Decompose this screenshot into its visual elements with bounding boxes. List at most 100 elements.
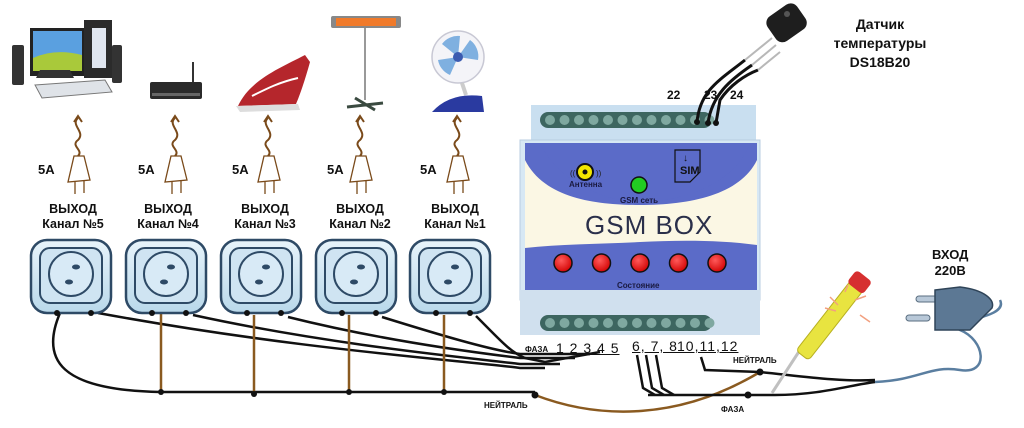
neutral-label-right: НЕЙТРАЛЬ: [733, 356, 777, 365]
terminal-screw: [646, 115, 657, 125]
sensor-label-line2: температуры: [833, 35, 927, 51]
neutral-link: [534, 370, 761, 413]
terminal-screw: [632, 318, 642, 328]
output-title: ВЫХОД: [336, 202, 384, 216]
sensor-label: Датчик температуры DS18B20: [830, 15, 930, 72]
phase-terminals-label: ФАЗА: [525, 345, 549, 354]
sensor-pin-23: 23: [704, 88, 718, 102]
status-led-2: [591, 253, 612, 273]
output-plug-icon: [349, 114, 373, 194]
amperage-label: 5A: [420, 162, 437, 177]
output-plug-icon: [446, 114, 470, 194]
phase-wire-678a: [635, 354, 656, 397]
output-title: ВЫХОД: [241, 202, 289, 216]
gsm-box-title: GSM BOX: [585, 210, 714, 240]
terminal-screw: [559, 318, 570, 328]
terminal-screw: [559, 115, 570, 125]
neutral-bus: [51, 312, 535, 394]
phase-wire-1: [475, 315, 601, 364]
phase-wire-678b: [644, 354, 665, 397]
terminal-screw: [588, 318, 599, 328]
output-channel-number: Канал №1: [424, 217, 486, 231]
phase-wire-678c: [654, 354, 675, 397]
voltage-tester-icon: [770, 271, 871, 394]
input-label: ВХОД 220В: [932, 247, 968, 279]
sensor-pin-24: 24: [730, 88, 744, 102]
gsm-network-label: GSM сеть: [620, 196, 659, 205]
output-channel-number: Канал №4: [137, 217, 199, 231]
terminal-screw: [690, 318, 700, 328]
phase-wire-4: [192, 313, 560, 366]
output-plug-icon: [164, 114, 188, 194]
output-plug-icon: [257, 114, 281, 194]
terminals-10-11-12: 10,11,12: [677, 338, 739, 354]
terminal-screw: [574, 318, 584, 328]
wires: [51, 299, 1003, 413]
amperage-label: 5A: [232, 162, 249, 177]
antenna-label: Антенна: [569, 180, 603, 189]
terminal-screw: [545, 318, 555, 328]
sim-slot-icon: [674, 149, 701, 183]
terminal-screw: [646, 318, 657, 328]
phase-wire-5: [97, 311, 545, 370]
phase-line: [648, 380, 876, 397]
amperage-label: 5A: [138, 162, 155, 177]
terminal-screw: [588, 115, 599, 125]
fan-device-icon: [431, 30, 485, 112]
status-label: Состояние: [617, 281, 660, 290]
output-channel-number: Канал №3: [234, 217, 296, 231]
gsm-box: (( )) ↓: [519, 105, 761, 335]
computer-device-icon: [12, 20, 122, 99]
status-led-1: [553, 253, 573, 273]
terminal-screw: [661, 318, 671, 328]
terminals-6-7-8: 6, 7, 8: [632, 338, 678, 354]
gsm-network-led: [630, 176, 648, 194]
terminal-screw: [574, 115, 584, 125]
input-plug-icon: [905, 286, 994, 331]
power-socket-1: [408, 238, 492, 316]
neutral-label-bottom: НЕЙТРАЛЬ: [484, 401, 528, 410]
terminal-screw: [603, 115, 613, 125]
terminal-screw: [704, 318, 715, 328]
terminal-screw: [675, 318, 686, 328]
terminal-screw: [675, 115, 686, 125]
phase-wire-3: [287, 315, 575, 360]
input-label-line1: ВХОД: [932, 247, 969, 262]
output-title: ВЫХОД: [49, 202, 97, 216]
status-led-4: [668, 253, 689, 273]
sim-label: SIM: [680, 165, 700, 177]
output-title: ВЫХОД: [431, 202, 479, 216]
sensor-model: DS18B20: [849, 54, 911, 70]
output-title: ВЫХОД: [144, 202, 192, 216]
terminal-screw: [632, 115, 642, 125]
terminal-screw: [603, 318, 613, 328]
temperature-sensor-icon: [694, 3, 807, 126]
power-socket-5: [29, 238, 113, 316]
svg-text:)): )): [596, 169, 602, 178]
router-device-icon: [150, 62, 202, 99]
power-socket-2: [314, 238, 398, 316]
phase-terminal-numbers: 1 2 3 4 5: [556, 340, 620, 356]
power-socket-3: [219, 238, 303, 316]
power-socket-4: [124, 238, 208, 316]
terminal-screw: [617, 115, 628, 125]
output-channel-number: Канал №5: [42, 217, 104, 231]
sensor-pin-22: 22: [667, 88, 681, 102]
svg-text:((: ((: [570, 169, 576, 178]
output-plug-icon: [67, 114, 91, 194]
amperage-label: 5A: [38, 162, 55, 177]
amperage-label: 5A: [327, 162, 344, 177]
terminal-screw: [545, 115, 555, 125]
status-led-3: [630, 253, 650, 273]
svg-text:↓: ↓: [683, 153, 688, 164]
phase-label-bottom: ФАЗА: [721, 405, 745, 414]
status-led-5: [707, 253, 727, 273]
terminal-screw: [617, 318, 628, 328]
output-channel-number: Канал №2: [329, 217, 391, 231]
